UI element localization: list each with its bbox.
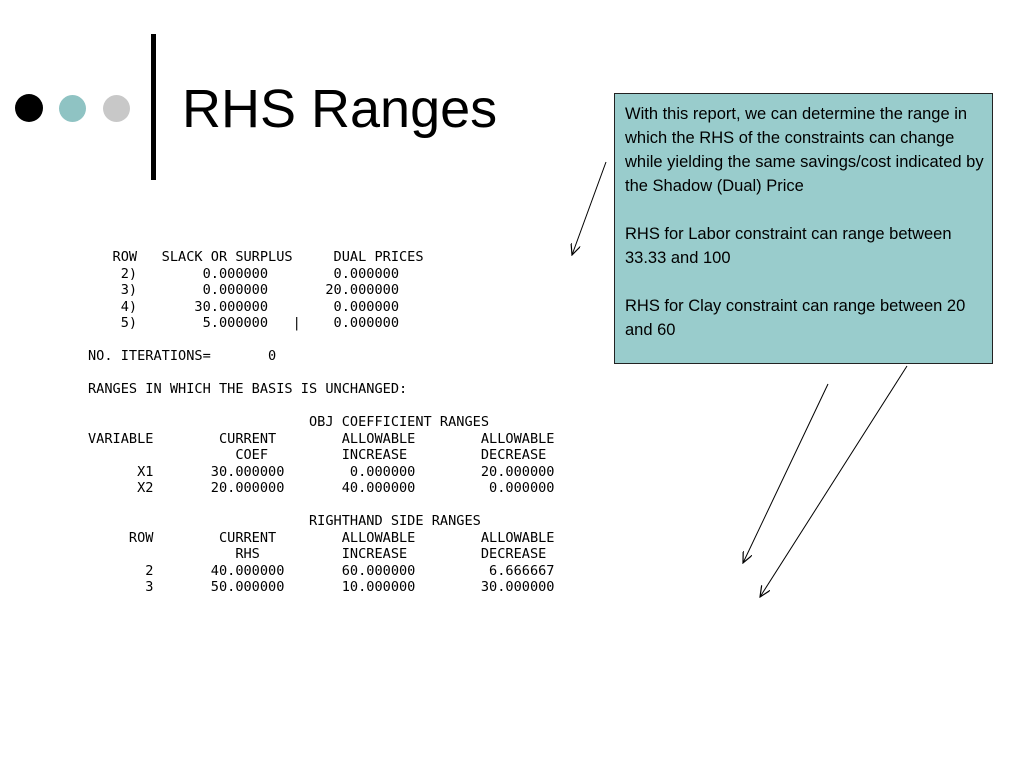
arrow-to-rhs-row-3 — [760, 365, 908, 597]
obj-row: X1 30.000000 0.000000 20.000000 — [88, 463, 555, 480]
slide-title: RHS Ranges — [182, 79, 498, 139]
ranges-heading: RANGES IN WHICH THE BASIS IS UNCHANGED: — [88, 381, 408, 397]
obj-row: X2 20.000000 40.000000 0.000000 — [88, 480, 555, 496]
arrow-to-rhs-row-2 — [743, 383, 829, 563]
obj-header-1: VARIABLE CURRENT ALLOWABLE ALLOWABLE — [88, 430, 555, 447]
dual-table-header: ROW SLACK OR SURPLUS DUAL PRICES — [88, 249, 424, 265]
arrow-to-dual-prices — [572, 161, 607, 255]
rhs-header-1: ROW CURRENT ALLOWABLE ALLOWABLE — [88, 529, 555, 546]
rhs-row: 2 40.000000 60.000000 6.666667 — [88, 562, 555, 579]
dot-teal-icon — [59, 95, 86, 122]
rhs-header-2: RHS INCREASE DECREASE — [88, 546, 547, 562]
dual-table-row: 3) 0.000000 20.000000 — [88, 282, 399, 298]
lindo-report: ROW SLACK OR SURPLUS DUAL PRICES 2) 0.00… — [88, 249, 688, 617]
callout-paragraph: With this report, we can determine the r… — [625, 105, 984, 195]
dual-table-row: 5) 5.000000 | 0.000000 — [88, 315, 399, 331]
callout-paragraph: RHS for Labor constraint can range betwe… — [625, 225, 952, 267]
dot-black-icon — [15, 94, 43, 122]
callout-box: With this report, we can determine the r… — [614, 93, 993, 364]
dual-table-row: 4) 30.000000 0.000000 — [88, 298, 399, 315]
dot-gray-icon — [103, 95, 130, 122]
iterations-line: NO. ITERATIONS= 0 — [88, 348, 277, 364]
rhs-section-title: RIGHTHAND SIDE RANGES — [88, 513, 481, 529]
dual-table-row: 2) 0.000000 0.000000 — [88, 265, 399, 282]
title-divider-bar — [151, 34, 156, 180]
callout-paragraph: RHS for Clay constraint can range betwee… — [625, 297, 966, 339]
obj-section-title: OBJ COEFFICIENT RANGES — [88, 414, 490, 430]
rhs-row: 3 50.000000 10.000000 30.000000 — [88, 579, 555, 595]
obj-header-2: COEF INCREASE DECREASE — [88, 447, 547, 463]
